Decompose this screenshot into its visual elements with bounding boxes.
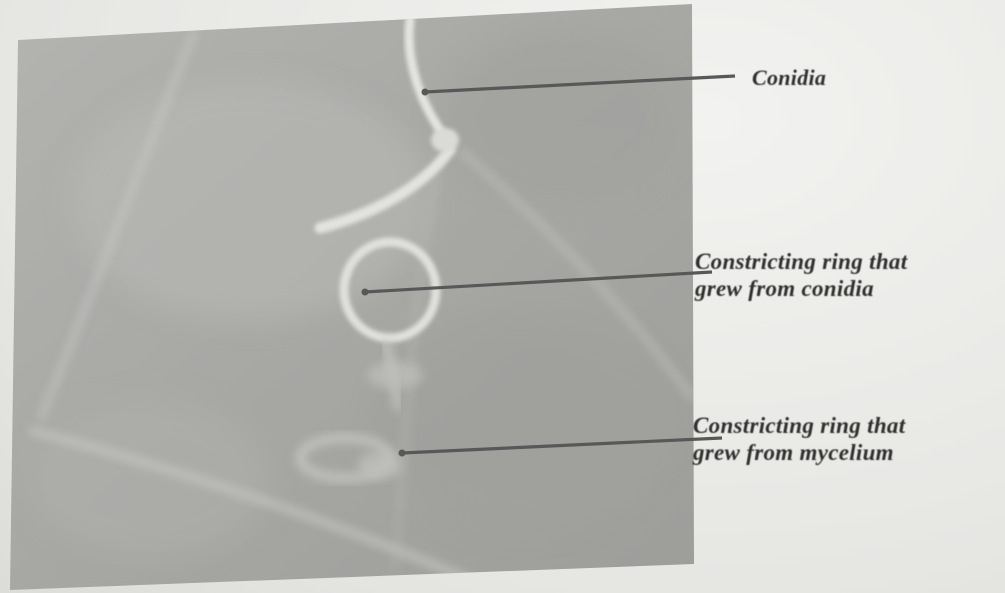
label-ring-from-conidia-line2: grew from conidia <box>695 275 907 302</box>
label-ring-from-conidia: Constricting ring that grew from conidia <box>695 248 907 302</box>
label-conidia: Conidia <box>752 64 826 91</box>
label-conidia-text: Conidia <box>752 64 826 91</box>
label-ring-from-mycelium-line1: Constricting ring that <box>693 412 905 439</box>
label-ring-from-mycelium-line2: grew from mycelium <box>693 439 905 466</box>
label-ring-from-conidia-line1: Constricting ring that <box>695 248 907 275</box>
label-ring-from-mycelium: Constricting ring that grew from myceliu… <box>693 412 905 466</box>
